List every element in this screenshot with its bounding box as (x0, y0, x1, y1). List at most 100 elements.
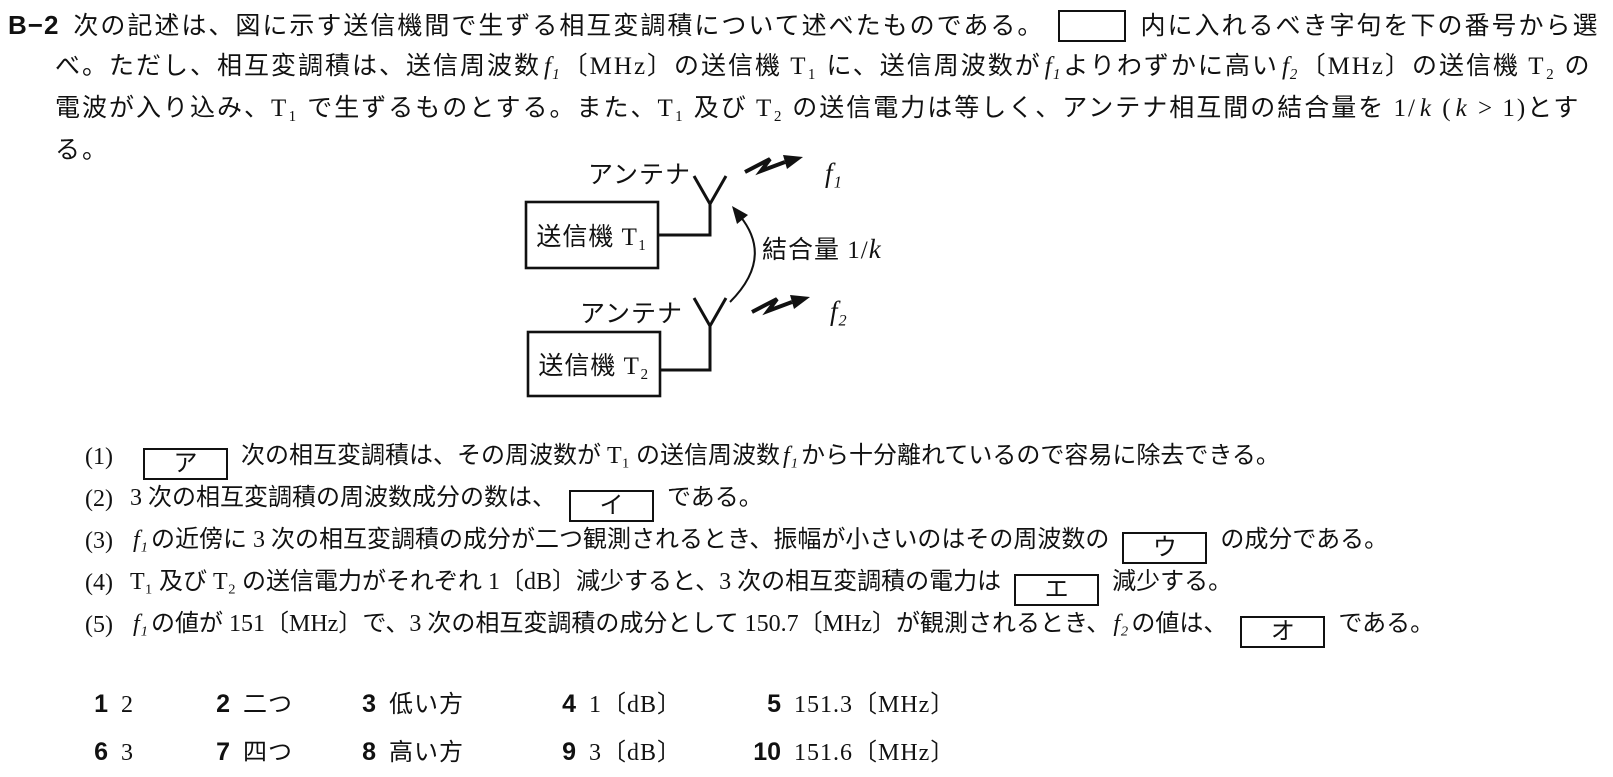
option-label: 3 (121, 740, 134, 766)
option-label: 151.3〔MHz〕 (794, 692, 956, 718)
question-item-2: (2) 3 次の相互変調積の周波数成分の数は、イである。 (85, 482, 1434, 522)
math-variable: f₁ (544, 53, 560, 80)
item-text-after: の成分である。 (1220, 527, 1388, 553)
tx2-box (526, 330, 662, 398)
option-number: 6 (94, 738, 108, 766)
option-number: 2 (216, 690, 230, 718)
option-number: 5 (767, 690, 781, 718)
question-number: B−2 (8, 10, 60, 40)
answer-blank-box-i: イ (569, 490, 654, 522)
text-run: の値は、 (1131, 611, 1228, 637)
text-run: 次の記述は、図に示す送信機間で生ずる相互変調積について述べたものである。 (73, 13, 1045, 40)
item-number: (4) (85, 570, 113, 596)
text-run: 減少する。 (1112, 569, 1233, 595)
item-text-after: 減少する。 (1112, 569, 1232, 595)
option-10: 10 151.6〔MHz〕 (753, 732, 1053, 767)
tx2-box-label: 送信機 T₂ (538, 352, 649, 380)
option-number: 10 (753, 738, 781, 766)
question-intro-line-1: B−2 次の記述は、図に示す送信機間で生ずる相互変調積について述べたものである。 内… (8, 8, 1599, 44)
inline-blank-box (1058, 10, 1127, 42)
option-9: 9 3〔dB〕 (548, 732, 753, 767)
coupling-label-text: 結合量 1/ (762, 236, 869, 264)
option-label: 低い方 (389, 692, 464, 718)
text-run: > 1)とす (1469, 95, 1581, 122)
text-run: よりわずかに高い (1063, 53, 1279, 80)
radiation-arrow-f2-icon (751, 295, 810, 316)
item-text-before: 3 次の相互変調積の周波数成分の数は、 (130, 485, 556, 511)
circuit-diagram-svg: 送信機 T₁ アンテナ f₁ 結合量 1/k 送信機 T₂ (524, 155, 882, 398)
coupling-label: 結合量 1/k (762, 234, 882, 264)
option-number: 1 (94, 690, 108, 718)
question-intro-line-4: る。 (55, 134, 109, 168)
option-number: 4 (562, 690, 576, 718)
text-run: である。 (1338, 611, 1435, 637)
text-run: 内に入れるべき字句を下の番号から選 (1140, 13, 1600, 40)
item-number: (5) (85, 612, 113, 638)
f1-label: f₁ (825, 158, 842, 188)
text-run: から十分離れているので容易に除去できる。 (801, 443, 1280, 469)
text-run: T₁ 及び T₂ の送信電力がそれぞれ 1〔dB〕減少すると、3 次の相互変調積… (130, 569, 1002, 595)
math-variable: f₂ (1113, 611, 1129, 637)
circuit-diagram: 送信機 T₁ アンテナ f₁ 結合量 1/k 送信機 T₂ (478, 146, 898, 408)
text-run: 〔MHz〕の送信機 T₁ に、送信周波数が (562, 53, 1042, 80)
option-label: 151.6〔MHz〕 (794, 740, 956, 766)
option-label: 四つ (243, 740, 293, 766)
antenna-icon (658, 175, 728, 237)
option-label: 3〔dB〕 (589, 740, 683, 766)
option-label: 1〔dB〕 (589, 692, 683, 718)
item-number: (2) (85, 486, 113, 512)
item-text-before: T₁ 及び T₂ の送信電力がそれぞれ 1〔dB〕減少すると、3 次の相互変調積… (130, 569, 1001, 595)
antenna-icon (660, 297, 728, 372)
answer-blank-box-e: エ (1014, 574, 1100, 606)
text-run: 電波が入り込み、T₁ で生ずるものとする。また、T₁ 及び T₂ の送信電力は等… (55, 95, 1417, 122)
text-run: の近傍に 3 次の相互変調積の成分が二つ観測されるとき、振幅が小さいのはその周波… (151, 527, 1110, 553)
math-variable: f₁ (133, 611, 149, 637)
f2-label: f₂ (830, 296, 847, 326)
text-run: べ。ただし、相互変調積は、送信周波数 (55, 53, 542, 80)
math-variable: k (1419, 95, 1432, 122)
option-number: 9 (562, 738, 576, 766)
item-text-after: である。 (1338, 611, 1434, 637)
coupling-arrow-icon (729, 206, 756, 303)
text-run: の値が 151〔MHz〕で、3 次の相互変調積の成分として 150.7〔MHz〕… (151, 611, 1111, 637)
item-number: (1) (85, 444, 113, 470)
option-label: 2 (121, 692, 134, 718)
text-run: 3 次の相互変調積の周波数成分の数は、 (130, 485, 556, 511)
radiation-arrow-f1-icon (744, 155, 803, 176)
coupling-variable: k (869, 234, 882, 264)
option-label: 高い方 (389, 740, 464, 766)
math-variable: f₁ (1044, 53, 1061, 80)
text-run: ( (1434, 95, 1453, 122)
math-variable: f₁ (133, 527, 149, 553)
item-text-after: である。 (667, 485, 763, 511)
antenna-label-bottom: アンテナ (580, 301, 683, 328)
option-number: 7 (216, 738, 230, 766)
answer-blank-box-u: ウ (1122, 532, 1208, 564)
option-7: 7 四つ (202, 732, 348, 767)
text-run: る。 (55, 137, 110, 164)
question-item-4: (4) T₁ 及び T₂ の送信電力がそれぞれ 1〔dB〕減少すると、3 次の相… (85, 566, 1434, 606)
math-variable: k (1455, 95, 1467, 122)
item-number: (3) (85, 528, 113, 554)
antenna-label-top: アンテナ (588, 162, 691, 189)
text-run: 次の相互変調積は、その周波数が T₁ の送信周波数 (241, 443, 781, 469)
option-4: 4 1〔dB〕 (548, 684, 753, 719)
option-5: 5 151.3〔MHz〕 (753, 684, 1053, 719)
